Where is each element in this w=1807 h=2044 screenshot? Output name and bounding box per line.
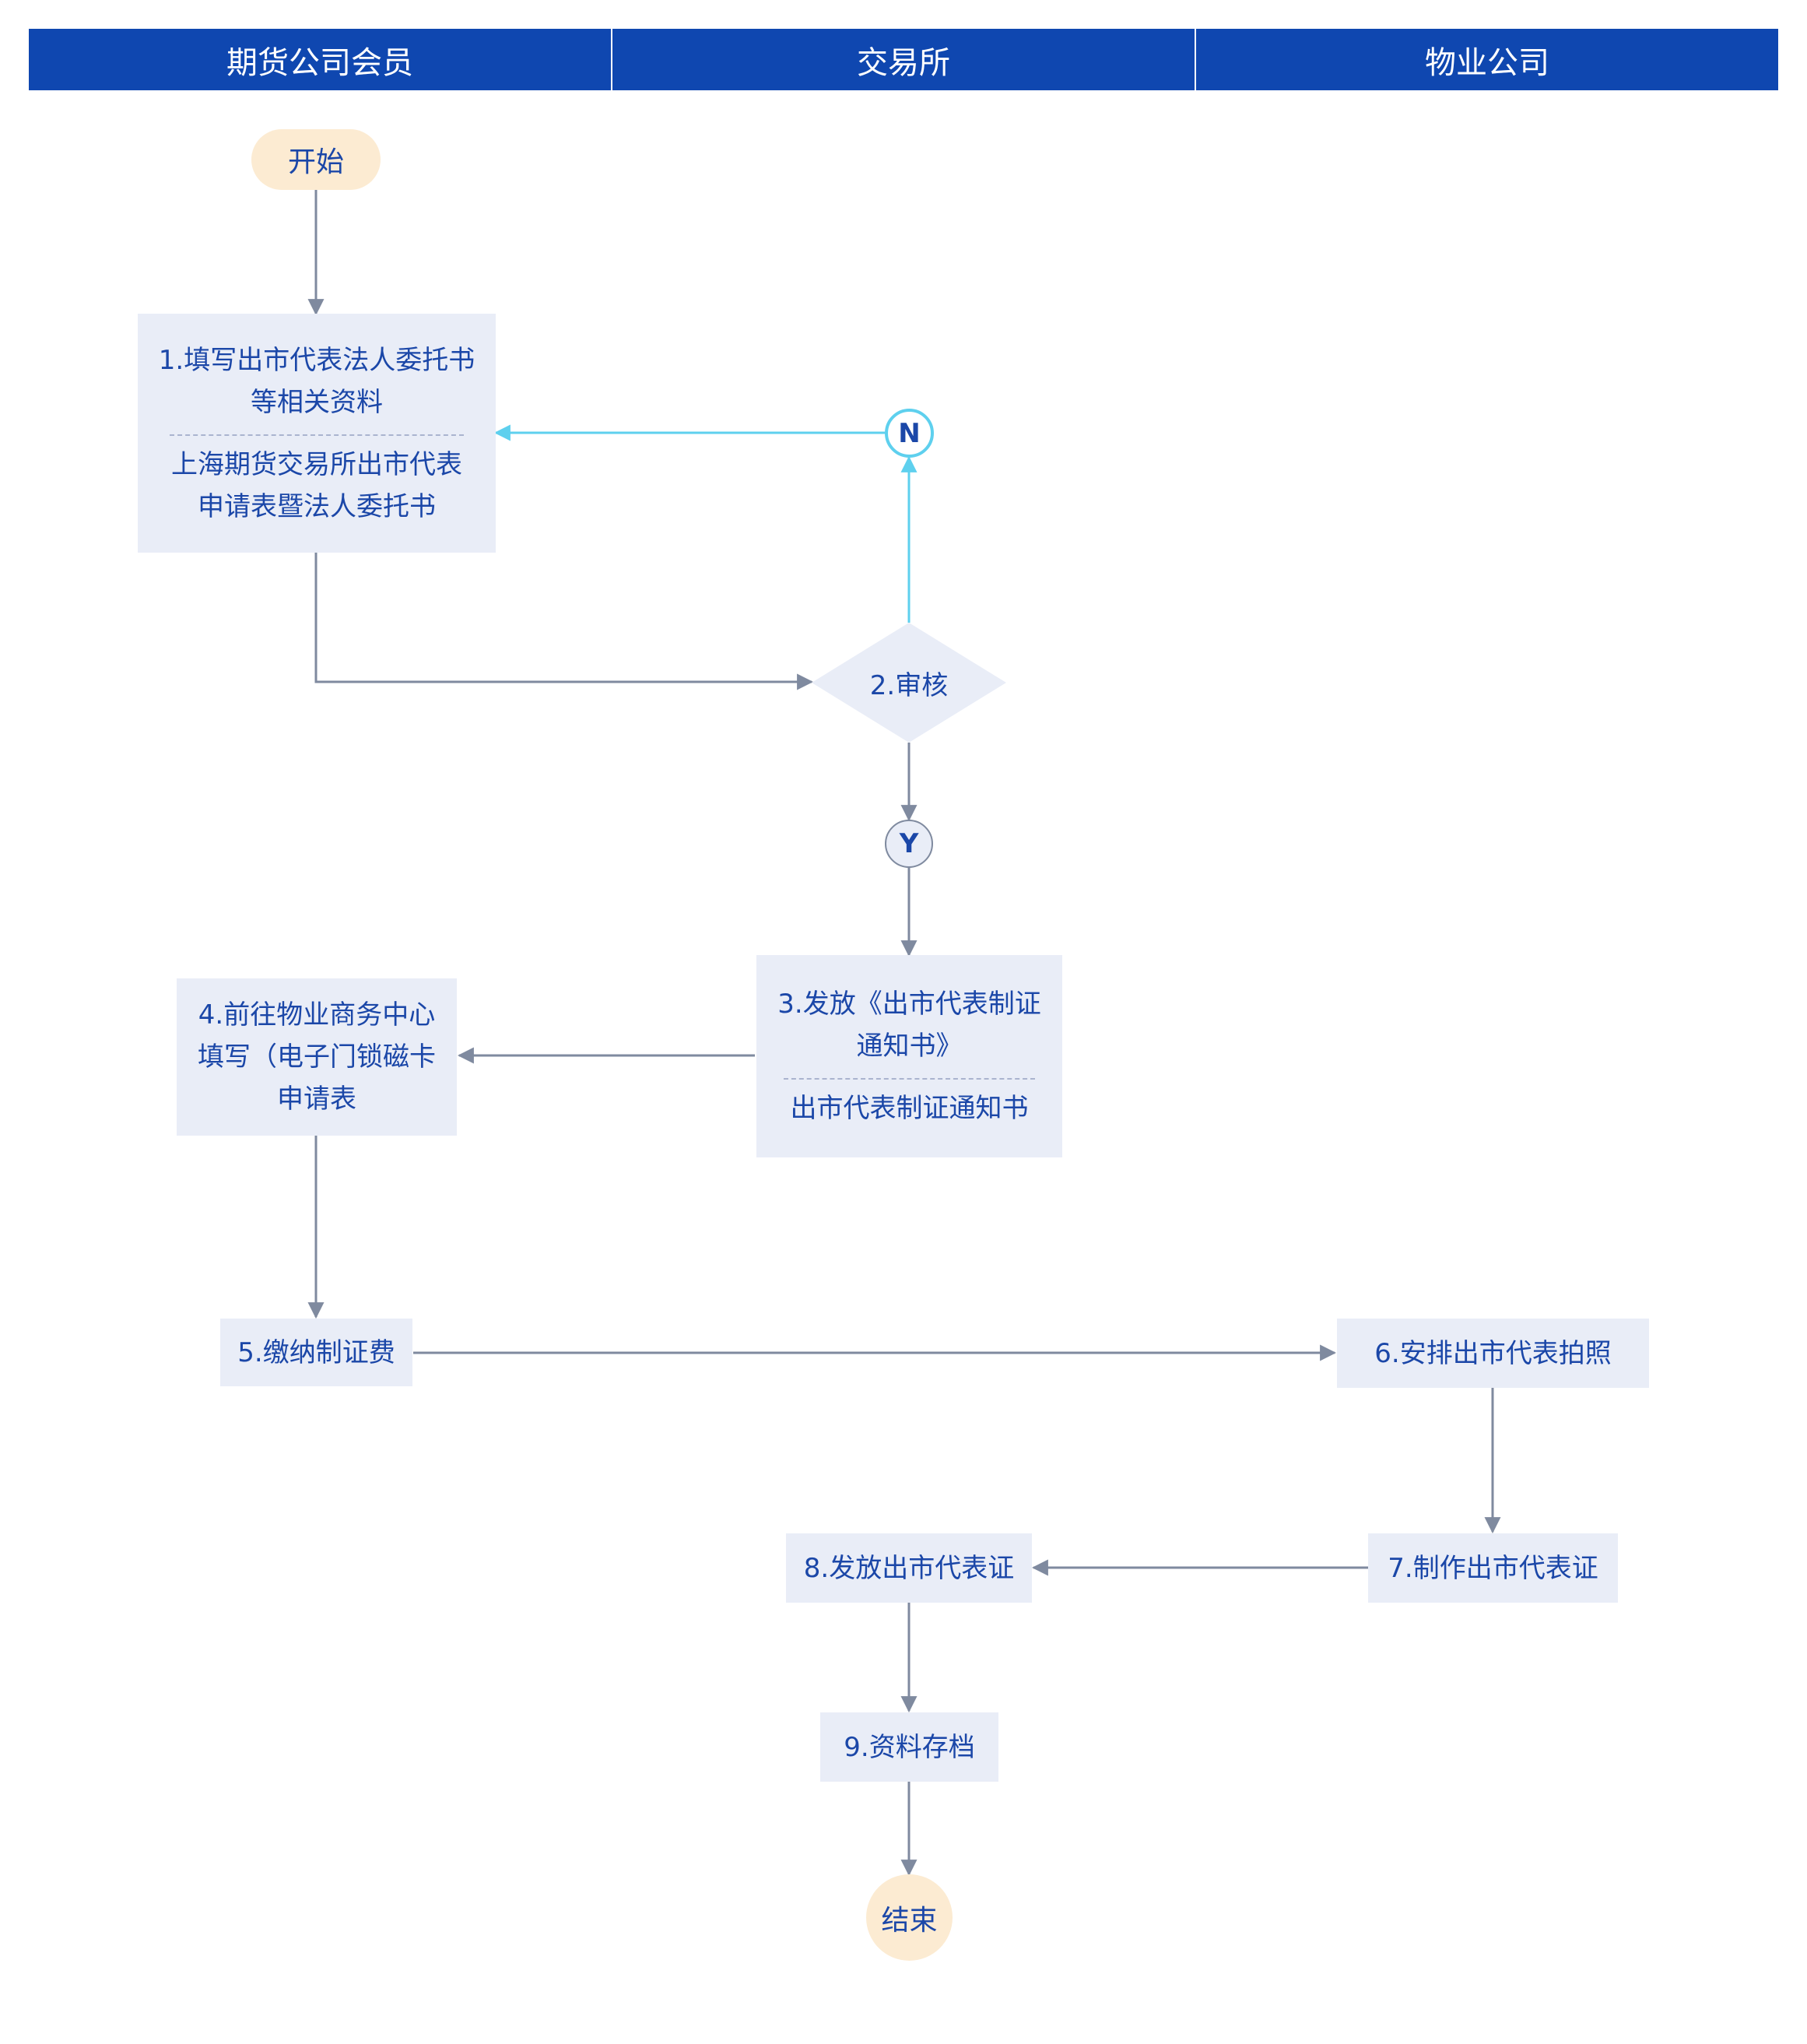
lane-header-exchange: 交易所 bbox=[612, 29, 1196, 90]
step-5-title: 5.缴纳制证费 bbox=[237, 1336, 395, 1368]
arrow-step1-to-review bbox=[314, 553, 814, 690]
step-3-document: 出市代表制证通知书 bbox=[790, 1093, 1029, 1124]
step-4-fill-card-application: 4.前往物业商务中心 填写（电子门锁磁卡 申请表 bbox=[177, 978, 457, 1136]
step-6-arrange-photo: 6.安排出市代表拍照 bbox=[1337, 1319, 1649, 1388]
branch-yes-badge: Y bbox=[885, 820, 933, 868]
end-label: 结束 bbox=[881, 1904, 938, 1937]
start-terminal: 开始 bbox=[251, 129, 381, 190]
step-1-document: 上海期货交易所出市代表 申请表暨法人委托书 bbox=[171, 448, 462, 522]
step-4-title: 4.前往物业商务中心 填写（电子门锁磁卡 申请表 bbox=[198, 999, 436, 1115]
step-6-title: 6.安排出市代表拍照 bbox=[1374, 1337, 1612, 1369]
step-2-title: 2.审核 bbox=[869, 669, 949, 701]
step-2-review-decision: 2.审核 bbox=[812, 623, 1006, 743]
step-3-issue-notice: 3.发放《出市代表制证 通知书》 出市代表制证通知书 bbox=[756, 955, 1062, 1157]
step-5-pay-fee: 5.缴纳制证费 bbox=[220, 1319, 412, 1386]
step-9-title: 9.资料存档 bbox=[844, 1731, 975, 1763]
step-3-divider bbox=[784, 1078, 1035, 1080]
step-9-archive: 9.资料存档 bbox=[820, 1712, 998, 1782]
branch-no-badge: N bbox=[885, 409, 934, 458]
step-8-issue-card: 8.发放出市代表证 bbox=[786, 1533, 1032, 1603]
step-7-make-card: 7.制作出市代表证 bbox=[1368, 1533, 1618, 1603]
step-8-title: 8.发放出市代表证 bbox=[803, 1552, 1015, 1584]
start-label: 开始 bbox=[287, 146, 344, 178]
lane-header-member: 期货公司会员 bbox=[29, 29, 612, 90]
decision-shape bbox=[812, 623, 1006, 743]
branch-no-label: N bbox=[898, 417, 921, 449]
step-1-fill-forms: 1.填写出市代表法人委托书 等相关资料 上海期货交易所出市代表 申请表暨法人委托… bbox=[138, 314, 496, 553]
swimlane-header: 期货公司会员 交易所 物业公司 bbox=[29, 29, 1778, 90]
end-terminal: 结束 bbox=[866, 1874, 953, 1961]
step-1-title: 1.填写出市代表法人委托书 等相关资料 bbox=[158, 344, 475, 418]
step-3-title: 3.发放《出市代表制证 通知书》 bbox=[777, 989, 1041, 1062]
step-1-divider bbox=[170, 434, 464, 436]
branch-yes-label: Y bbox=[899, 828, 919, 859]
lane-header-property: 物业公司 bbox=[1425, 44, 1549, 81]
step-7-title: 7.制作出市代表证 bbox=[1388, 1552, 1598, 1584]
